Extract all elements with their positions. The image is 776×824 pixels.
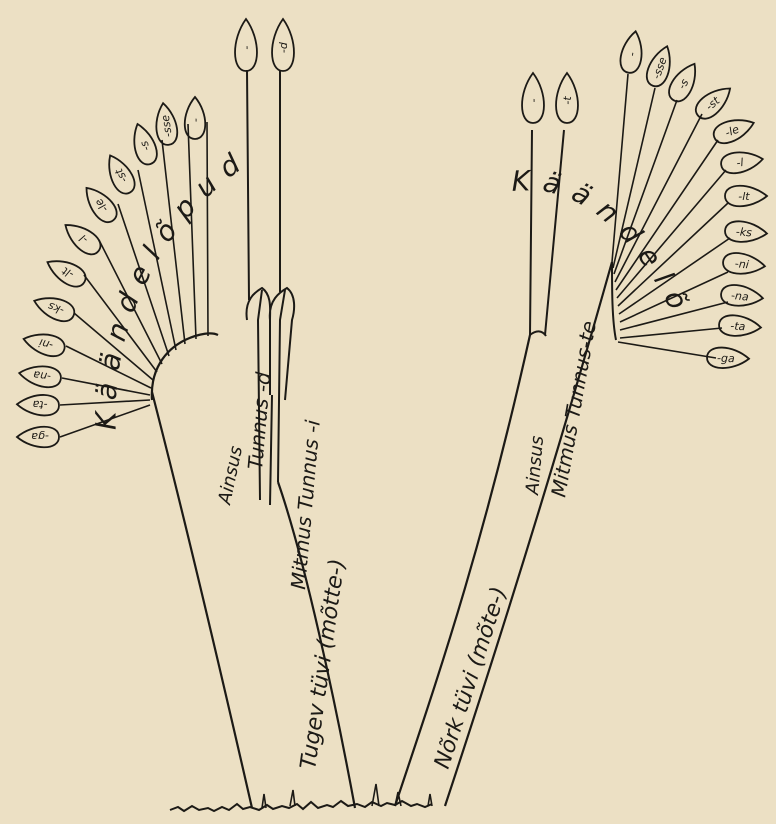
- right-fan-leaf-6-label: -l: [736, 156, 745, 170]
- right-top-leaf-2-label: -t: [561, 96, 574, 105]
- right-plural-label: Mitmus Tunnus-te: [546, 319, 601, 499]
- left-fan-leaf-11-label: -sse: [159, 114, 175, 138]
- left-fan-leaf-11: -sse: [153, 102, 179, 146]
- left-fan-leaf-10: -s: [128, 121, 160, 167]
- right-singular-label: Ainsus: [522, 435, 548, 496]
- ground-line: [170, 801, 432, 811]
- right-fan-leaf-7-label: -lt: [738, 190, 750, 203]
- right-fan-leaf-10: -na: [720, 284, 764, 309]
- left-top-stalks: [247, 70, 280, 300]
- left-top-leaf-1: -: [235, 19, 257, 71]
- left-fan-leaf-2-label: -ta: [32, 398, 48, 412]
- right-fan-leaf-1-outline: [618, 30, 645, 75]
- left-plural-label: Mitmus Tunnus -i: [286, 419, 325, 591]
- left-fan-leaf-5: -ks: [31, 291, 77, 325]
- right-fan-leaf-8-label: -ks: [735, 225, 752, 239]
- right-fan-leaf-12-label: -ga: [717, 352, 735, 366]
- left-fan-leaf-9: -st: [101, 151, 139, 198]
- right-fan-leaf-1-label: -: [625, 51, 638, 57]
- right-fan-leaf-4: -st: [691, 81, 736, 124]
- right-fan-leaf-1: -: [618, 30, 645, 75]
- right-fan-leaf-9: -ni: [722, 252, 766, 277]
- left-fan-leaf-6-label: -lt: [59, 264, 76, 281]
- left-fan-leaf-2: -ta: [17, 394, 60, 416]
- left-fan-leaf-6: -lt: [43, 253, 90, 291]
- left-fan-leaf-12-label: -: [189, 118, 202, 122]
- left-fan-leaf-3: -na: [18, 363, 62, 389]
- right-fan-leaf-10-label: -na: [730, 289, 749, 304]
- left-singular-label: Ainsus: [214, 444, 247, 507]
- right-fan-leaf-3-label: -s: [675, 76, 691, 91]
- right-fan-leaf-8: -ks: [724, 220, 767, 243]
- right-inner-stem: [530, 130, 564, 336]
- right-fan-leaf-5: -le: [711, 113, 757, 147]
- left-fan-leaf-7: -l: [59, 217, 105, 259]
- left-fan-leaf-7-label: -l: [77, 232, 91, 247]
- left-fan-leaf-10-label: -s: [137, 139, 152, 152]
- left-top-leaf-1-label: -: [240, 46, 253, 50]
- right-top-leaf-2: -t: [556, 73, 578, 123]
- right-top-leaf-1-outline: [522, 73, 544, 123]
- left-top-leaf-2-label: -d: [277, 41, 290, 53]
- left-fan-leaf-1: -ga: [17, 427, 59, 447]
- left-fan-leaf-1-label: -ga: [31, 430, 49, 443]
- left-fan-leaf-3-label: -na: [32, 368, 52, 383]
- left-fan-leaf-8: -le: [79, 181, 122, 226]
- right-top-leaf-1: -: [522, 73, 544, 123]
- right-fan-leaf-6: -l: [720, 149, 764, 175]
- right-fan-leaf-9-label: -ni: [734, 257, 749, 271]
- right-fan-leaf-11-label: -ta: [730, 319, 746, 333]
- right-fan-leaf-7: -lt: [725, 186, 767, 206]
- right-stem-label: Nõrk tüvi (mõte-): [430, 584, 512, 772]
- left-fan-leaf-5-label: -ks: [46, 299, 66, 317]
- left-fan-leaf-4-label: -ni: [38, 336, 55, 352]
- right-endings-word: Käändelõpud: [0, 0, 700, 325]
- left-fan-leaf-4: -ni: [21, 329, 67, 359]
- left-top-leaf-2: -d: [272, 19, 294, 71]
- right-top-leaf-1-label: -: [527, 98, 540, 102]
- left-top-leaf-1-outline: [235, 19, 257, 71]
- right-fan-leaf-11: -ta: [718, 314, 761, 337]
- right-fan-leaf-5-label: -le: [723, 123, 741, 140]
